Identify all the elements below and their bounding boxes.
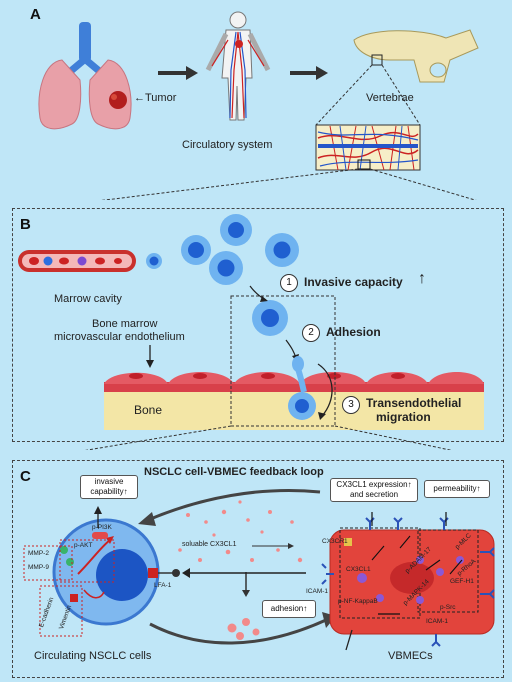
cx3cl1-expr-line1: CX3CL1 expression↑ <box>336 480 412 489</box>
invasive-line1: invasive <box>94 477 124 486</box>
step-1-arrow: ↑ <box>418 270 426 287</box>
soluble-chemokine-dots <box>178 500 303 640</box>
circulatory-system-label: Circulatory system <box>182 139 273 151</box>
panel-a-letter: A <box>30 6 41 23</box>
lfa1-label: LFA-1 <box>154 582 172 589</box>
circulating-cells-label: Circulating NSCLC cells <box>34 650 152 662</box>
p-nf-kappab-label: p-NF-KappaB <box>338 598 378 605</box>
soluble-cx3cl1-label: soluable CX3CL1 <box>182 541 237 548</box>
p-pi3k-label: p-PI3K <box>92 524 112 531</box>
icam1-bottom-label: ICAM-1 <box>426 618 449 625</box>
circulating-nsclc-cell <box>52 518 160 626</box>
step-3-label-line2: migration <box>376 410 431 424</box>
bone-label: Bone <box>134 403 163 417</box>
panel-b-box <box>12 208 504 442</box>
arrow-to-cell <box>147 489 321 522</box>
panel-c-letter: C <box>20 468 31 485</box>
step-1-badge: 1 <box>280 274 298 292</box>
lungs-illustration <box>38 22 132 130</box>
permeability-label: permeability↑ <box>433 484 481 493</box>
step-2-label: Adhesion <box>326 325 381 339</box>
cx3cl1-expr-line2: and secretion <box>349 490 399 499</box>
step-3-label-line1: Transendothelial <box>366 396 462 410</box>
endothelium-label-line1: Bone marrow <box>92 318 158 330</box>
permeability-box: permeability↑ <box>424 480 490 498</box>
icam1-left-label: ICAM-1 <box>306 588 329 595</box>
gef-h1-label: GEF-H1 <box>450 578 474 585</box>
vbmecs-label: VBMECs <box>388 650 433 662</box>
panel-c-title: NSCLC cell-VBMEC feedback loop <box>144 466 324 478</box>
panel-b-illustration <box>18 214 484 450</box>
invasive-line2: capability↑ <box>90 487 128 496</box>
panel-a-illustration <box>38 11 479 200</box>
step-2-badge: 2 <box>302 324 320 342</box>
panel-c-box <box>12 460 504 678</box>
step-1-label: Invasive capacity <box>304 275 403 289</box>
panel-b-letter: B <box>20 216 31 233</box>
adhesion-box: adhesion↑ <box>262 600 316 618</box>
cx3cl1-inner-label: CX3CL1 <box>346 566 371 573</box>
marrow-cavity-label: Marrow cavity <box>54 293 122 305</box>
marrow-vessel-network <box>315 124 421 171</box>
vbmec-cell <box>329 527 495 635</box>
cx3cr1-label: CX3CR1 <box>322 538 348 545</box>
invasive-capability-box: invasive capability↑ <box>80 475 138 499</box>
tumor-label: ←Tumor <box>134 92 177 104</box>
step-3-badge: 3 <box>342 396 360 414</box>
mmp2-label: MMP-2 <box>28 550 49 557</box>
vertebrae-illustration <box>353 29 479 83</box>
p-src-label: p-Src <box>440 604 456 611</box>
human-figure-illustration <box>205 11 271 121</box>
adhesion-label: adhesion↑ <box>270 604 308 613</box>
blood-vessel <box>18 250 136 272</box>
p-akt-label: p-AKT <box>74 542 93 549</box>
vertebrae-label: Vertebrae <box>366 92 414 104</box>
cx3cl1-expression-box: CX3CL1 expression↑ and secretion <box>330 478 418 502</box>
tumor-cells-escaping <box>146 214 299 336</box>
endothelium-label-line2: microvascular endothelium <box>54 331 185 343</box>
mmp9-label: MMP-9 <box>28 564 49 571</box>
endothelium-layer <box>104 372 484 392</box>
transmigrating-cell <box>288 356 316 420</box>
arrow-to-vbmec <box>149 618 327 645</box>
